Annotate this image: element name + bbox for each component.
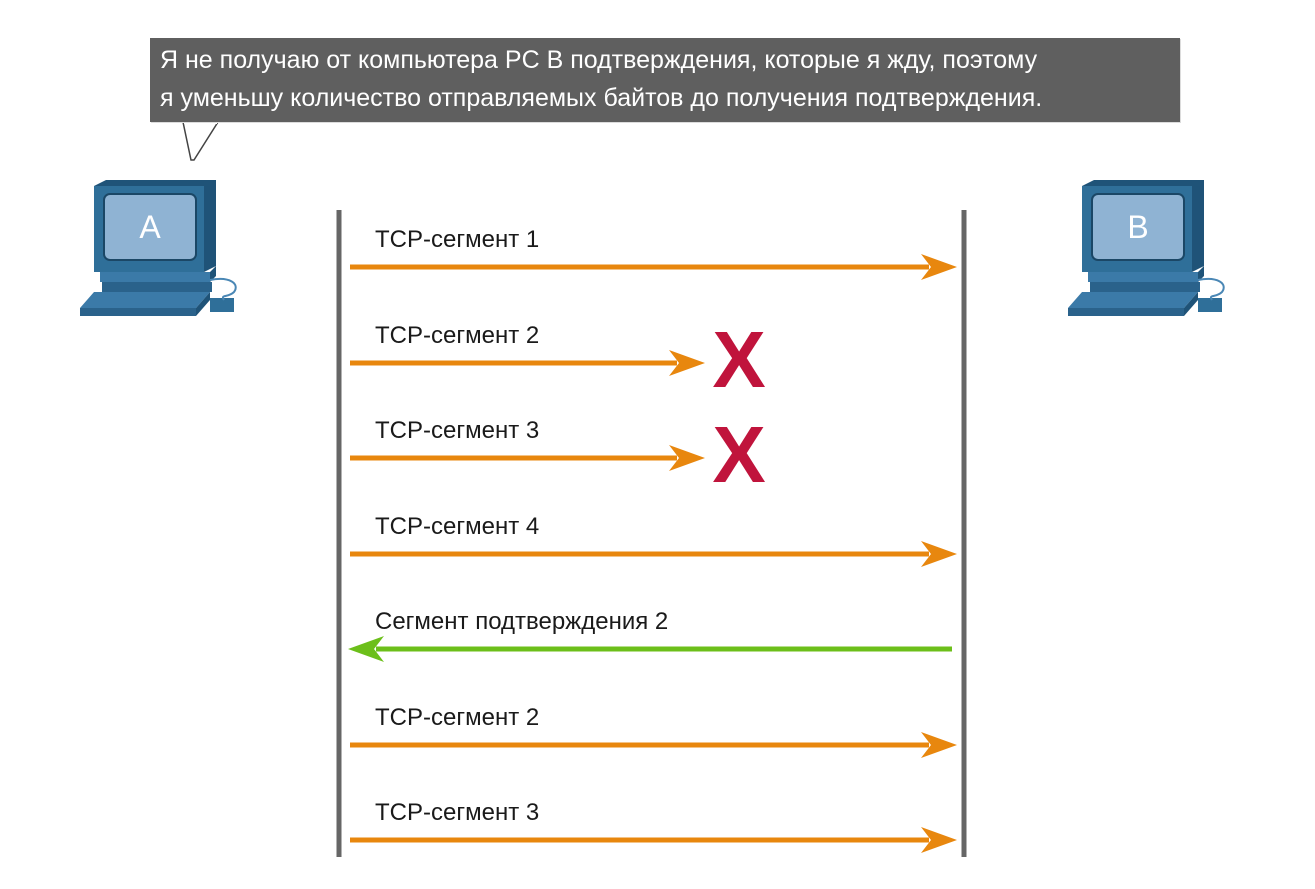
message-label: TCP-сегмент 2 — [375, 322, 539, 349]
message-label: TCP-сегмент 1 — [375, 226, 539, 253]
callout-line-2: я уменьшу количество отправляемых байтов… — [160, 84, 1043, 112]
message-label: TCP-сегмент 4 — [375, 513, 539, 540]
pc-b-icon: B — [1068, 180, 1225, 316]
message-label: Сегмент подтверждения 2 — [375, 608, 668, 635]
speech-bubble: Я не получаю от компьютера PC B подтверж… — [150, 38, 1180, 122]
arrowhead — [669, 445, 705, 471]
message-row: TCP-сегмент 2 X — [350, 315, 766, 404]
lost-segment-x-icon: X — [712, 315, 765, 404]
arrowhead — [921, 254, 957, 280]
arrowhead — [921, 827, 957, 853]
message-row: TCP-сегмент 1 — [350, 226, 957, 280]
callout-line-1: Я не получаю от компьютера PC B подтверж… — [160, 46, 1038, 74]
arrowhead — [348, 636, 384, 662]
message-row: TCP-сегмент 2 — [350, 704, 957, 758]
arrowhead — [669, 350, 705, 376]
message-label: TCP-сегмент 2 — [375, 704, 539, 731]
lost-segment-x-icon: X — [712, 410, 765, 499]
arrowhead — [921, 732, 957, 758]
message-row: Сегмент подтверждения 2 — [348, 608, 952, 662]
message-label: TCP-сегмент 3 — [375, 417, 539, 444]
arrowhead — [921, 541, 957, 567]
pc-b-label: B — [1127, 209, 1148, 245]
message-label: TCP-сегмент 3 — [375, 799, 539, 826]
message-row: TCP-сегмент 3 — [350, 799, 957, 853]
message-row: TCP-сегмент 3 X — [350, 410, 766, 499]
callout-tail — [182, 121, 220, 161]
message-row: TCP-сегмент 4 — [350, 513, 957, 567]
pc-a-icon: A — [80, 180, 237, 316]
pc-a-label: A — [139, 209, 161, 245]
